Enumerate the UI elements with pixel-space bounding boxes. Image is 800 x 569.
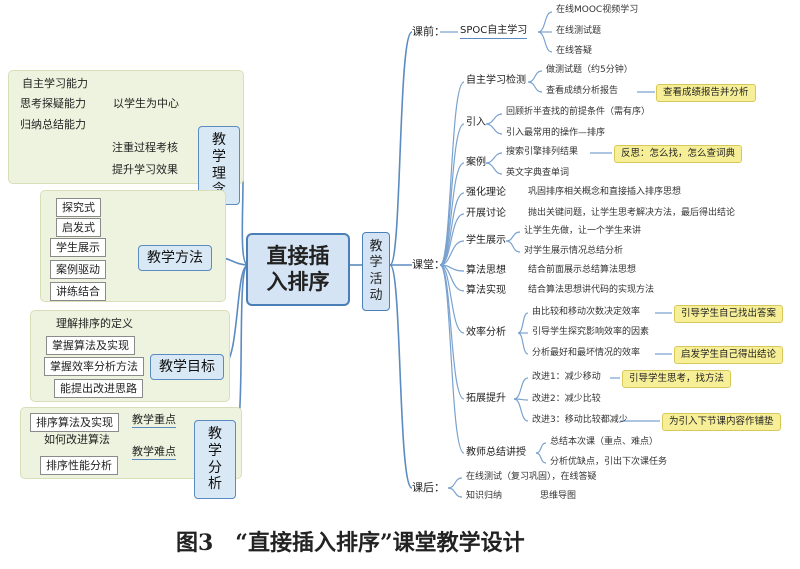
self-check-item-2: 查看成绩分析报告 <box>546 86 619 96</box>
algo-impl-label: 算法实现 <box>466 285 506 296</box>
algo-think-label: 算法思想 <box>466 265 506 276</box>
concept-extra-1: 注重过程考核 <box>112 141 178 154</box>
efficiency-note-1: 引导学生自己找出答案 <box>674 305 784 323</box>
analysis-hard-item-1: 如何改进算法 <box>44 433 110 446</box>
efficiency-item-3: 分析最好和最坏情况的效率 <box>532 348 641 358</box>
intro-item-2: 引入最常用的操作—排序 <box>506 128 606 138</box>
hub-label: 教学活动 <box>369 239 383 303</box>
discuss-label: 开展讨论 <box>466 208 506 219</box>
method-item-1: 探究式 <box>56 198 101 217</box>
analysis-hard-item-2: 排序性能分析 <box>40 456 118 475</box>
pre-item-2: 在线测试题 <box>556 26 602 36</box>
method-item-4: 案例驱动 <box>50 260 106 279</box>
method-item-3: 学生展示 <box>50 238 106 257</box>
methods-node[interactable]: 教学方法 <box>138 245 212 271</box>
root-label: 直接插入排序 <box>266 244 330 295</box>
concept-ability-3: 归纳总结能力 <box>20 118 86 131</box>
intro-label: 引入 <box>466 117 486 128</box>
summary-label: 教师总结讲授 <box>466 447 526 458</box>
case-item-2: 英文字典查单词 <box>506 168 570 178</box>
concept-extra-2: 提升学习效果 <box>112 163 178 176</box>
class-label: 课堂： <box>412 258 445 271</box>
discuss-text: 抛出关键问题，让学生思考解决方法，最后得出结论 <box>528 208 736 218</box>
analysis-node[interactable]: 教学分析 <box>194 420 236 500</box>
self-check-item-1: 做测试题（约5分钟） <box>546 65 633 75</box>
case-label: 案例 <box>466 157 486 168</box>
goal-item-1: 理解排序的定义 <box>56 317 133 330</box>
analysis-label: 教学分析 <box>208 426 222 493</box>
method-item-5: 讲练结合 <box>50 282 106 301</box>
self-check-note: 查看成绩报告并分析 <box>656 84 756 102</box>
pre-item-1: 在线MOOC视频学习 <box>556 5 639 15</box>
method-item-2: 启发式 <box>56 218 101 237</box>
extend-note-2: 为引入下节课内容作铺垫 <box>662 413 781 431</box>
pre-label: 课前： <box>412 25 445 38</box>
efficiency-note-2: 启发学生自己得出结论 <box>674 346 784 364</box>
show-item-1: 让学生先做，让一个学生来讲 <box>524 226 642 236</box>
hub-node[interactable]: 教学活动 <box>362 232 390 311</box>
concept-ability-2: 思考探疑能力 <box>20 97 86 110</box>
case-note: 反思：怎么找，怎么查词典 <box>614 145 743 163</box>
goals-node[interactable]: 教学目标 <box>150 354 224 380</box>
post-item-2-text: 思维导图 <box>540 491 577 501</box>
post-item-2-label: 知识归纳 <box>466 491 503 501</box>
extend-item-1: 改进1：减少移动 <box>532 372 601 382</box>
pre-item-3: 在线答疑 <box>556 46 593 56</box>
root-topic[interactable]: 直接插入排序 <box>246 233 350 306</box>
goal-item-2: 掌握算法及实现 <box>46 336 135 355</box>
concept-ability-1: 自主学习能力 <box>22 77 88 90</box>
analysis-key-label: 教学重点 <box>132 413 176 428</box>
efficiency-item-1: 由比较和移动次数决定效率 <box>532 307 641 317</box>
show-item-2: 对学生展示情况总结分析 <box>524 246 624 256</box>
post-label: 课后： <box>412 481 445 494</box>
case-item-1: 搜索引擎排列结果 <box>506 147 579 157</box>
summary-item-1: 总结本次课（重点、难点） <box>550 437 659 447</box>
post-item-1: 在线测试（复习巩固），在线答疑 <box>466 472 597 482</box>
figure-caption: 图3 “直接插入排序”课堂教学设计 <box>176 530 525 556</box>
reinforce-text: 巩固排序相关概念和直接插入排序思想 <box>528 187 682 197</box>
efficiency-item-2: 引导学生探究影响效率的因素 <box>532 327 650 337</box>
goal-item-3: 掌握效率分析方法 <box>44 357 144 376</box>
efficiency-label: 效率分析 <box>466 327 506 338</box>
extend-label: 拓展提升 <box>466 393 506 404</box>
concept-center: 以学生为中心 <box>113 97 179 110</box>
reinforce-label: 强化理论 <box>466 187 506 198</box>
intro-item-1: 回顾折半查找的前提条件（需有序） <box>506 107 651 117</box>
analysis-key-item: 排序算法及实现 <box>30 413 119 432</box>
extend-item-2: 改进2：减少比较 <box>532 394 601 404</box>
pre-node: SPOC自主学习 <box>460 26 528 39</box>
algo-think-text: 结合前面展示总结算法思想 <box>528 265 637 275</box>
extend-note-1: 引导学生思考，找方法 <box>622 370 732 388</box>
show-label: 学生展示 <box>466 235 506 246</box>
self-check-label: 自主学习检测 <box>466 75 526 86</box>
analysis-hard-label: 教学难点 <box>132 445 176 460</box>
algo-impl-text: 结合算法思想讲代码的实现方法 <box>528 285 655 295</box>
concept-label: 教学理念 <box>212 132 226 198</box>
summary-item-2: 分析优缺点，引出下次课任务 <box>550 457 668 467</box>
goal-item-4: 能提出改进思路 <box>54 379 143 398</box>
extend-item-3: 改进3：移动比较都减少 <box>532 415 628 425</box>
